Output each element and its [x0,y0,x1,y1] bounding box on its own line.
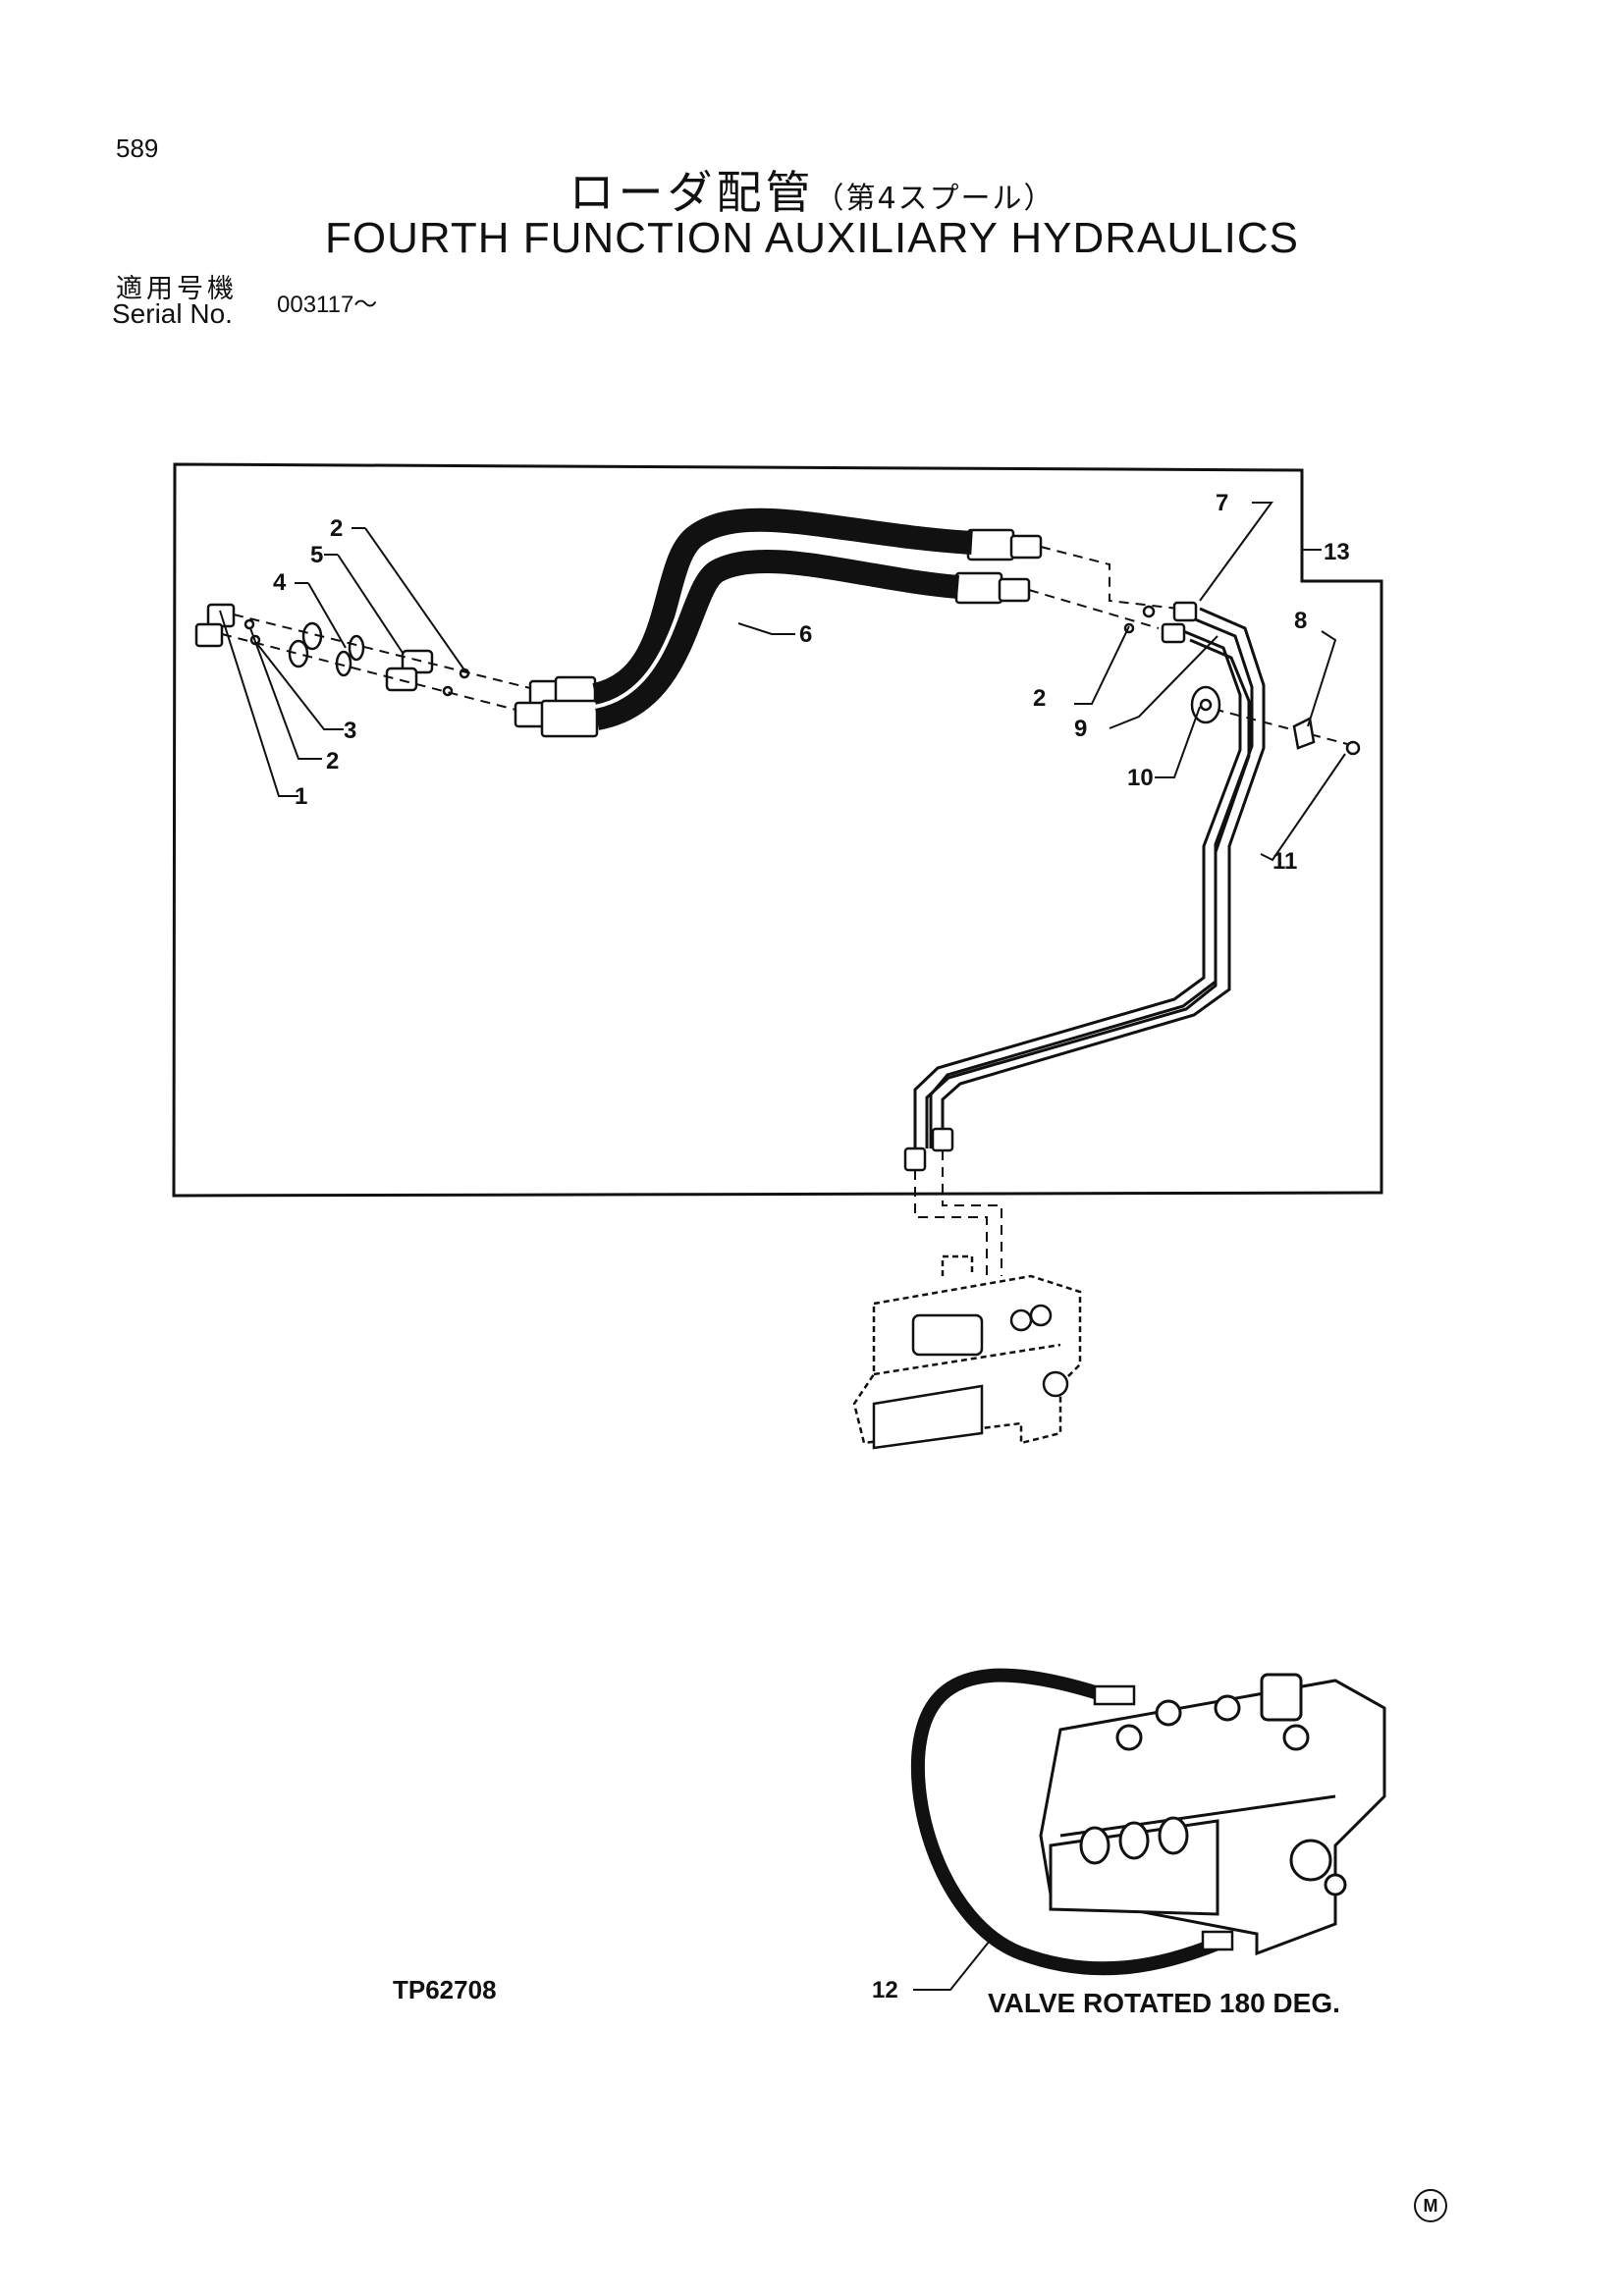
callout-12: 12 [872,1977,898,2003]
callout-2-c: 2 [1033,685,1046,712]
callout-4: 4 [273,569,287,596]
control-valve-lower [1039,1673,1386,1956]
title-english: FOURTH FUNCTION AUXILIARY HYDRAULICS [325,214,1299,262]
callout-9: 9 [1074,716,1087,742]
title-japanese: ローダ配管（第4スプール） [0,157,1624,222]
drawing-reference-code: TP62708 [393,1975,497,2004]
callout-2-a: 2 [326,748,339,774]
serial-number-value: 003117～ [277,292,378,318]
page-number: 589 [116,133,159,163]
valve-rotated-note: VALVE ROTATED 180 DEG. [988,1988,1340,2018]
dashed-centerlines-left [221,614,539,713]
dashed-lines-to-valve [914,1150,1002,1276]
hose-assembly [591,507,973,730]
callout-5: 5 [310,542,323,568]
callout-7: 7 [1216,490,1228,516]
callout-13: 13 [1324,539,1350,565]
fitting-group-right [1123,605,1361,756]
callout-3: 3 [344,718,356,744]
fitting-group-left [194,603,470,697]
control-valve-upper-details [872,1304,1069,1450]
diagram-frame [172,462,1383,1198]
callout-11: 11 [1272,848,1297,875]
leader-lines [219,502,1346,1991]
serial-label-english: Serial No. [112,298,233,329]
callout-6: 6 [799,621,812,648]
title-japanese-sub: （第4スプール） [814,182,1056,216]
callout-1: 1 [295,783,307,810]
steel-tubes [913,607,1266,1148]
callout-8: 8 [1294,608,1307,634]
serial-label-japanese: 適用号機 [116,274,238,304]
hose-12 [910,1668,1234,1976]
callout-10: 10 [1127,765,1154,791]
m-circle-mark: M [1414,2189,1447,2222]
tube-end-fittings [903,601,1198,1172]
dashed-centerlines-right [1028,546,1356,747]
title-japanese-main: ローダ配管 [568,166,815,219]
callout-2-b: 2 [330,515,343,542]
